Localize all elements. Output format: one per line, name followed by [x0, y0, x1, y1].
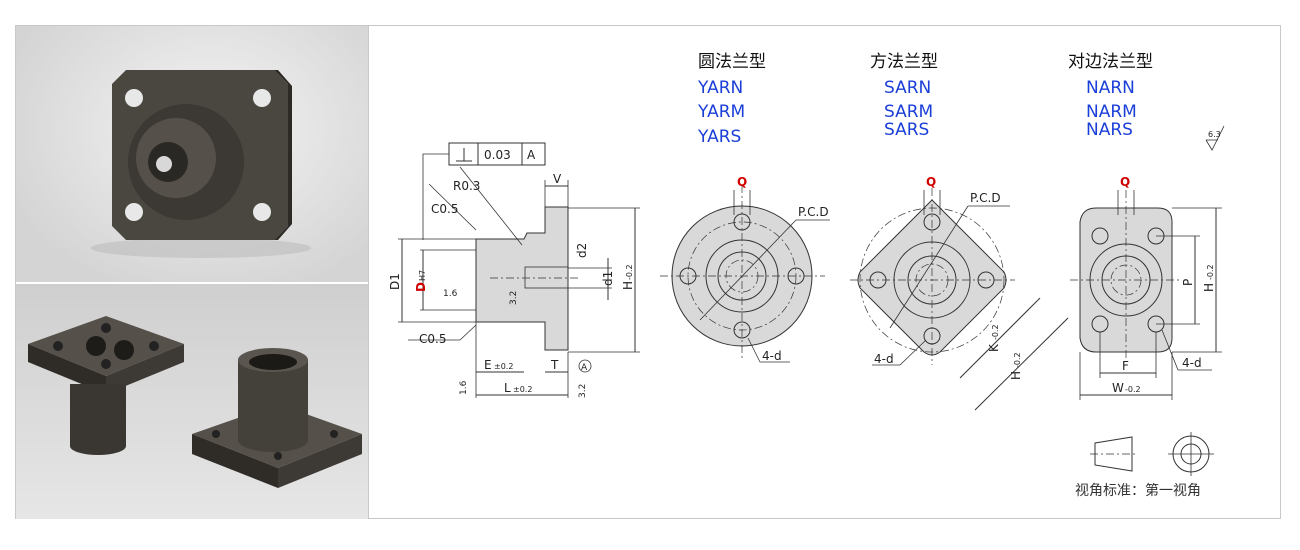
- svg-text:1.6: 1.6: [459, 380, 469, 395]
- svg-text:F: F: [1122, 359, 1129, 373]
- svg-text:P.C.D: P.C.D: [798, 205, 829, 219]
- svg-text:H: H: [621, 281, 635, 290]
- svg-text:V: V: [553, 172, 562, 186]
- round-flange-view: Q P.C.D 4-d: [660, 175, 830, 363]
- svg-text:C0.5: C0.5: [419, 332, 446, 346]
- product-photo-top: [16, 26, 368, 282]
- projection-symbol: 视角标准：第一视角: [1075, 432, 1214, 499]
- type-square-header: 方法兰型 SARN SARM SARS: [870, 52, 938, 140]
- svg-text:L: L: [504, 381, 511, 395]
- svg-text:3.2: 3.2: [509, 291, 519, 305]
- flange-front-render: [91, 70, 311, 258]
- type-flat-header: 对边法兰型 NARN NARM NARS: [1068, 52, 1153, 140]
- svg-text:E: E: [484, 358, 492, 372]
- svg-text:A: A: [527, 148, 536, 162]
- type-code: YARM: [697, 102, 745, 122]
- type-code: SARN: [884, 78, 931, 98]
- svg-text:±0.2: ±0.2: [494, 362, 513, 371]
- svg-text:-0.2: -0.2: [1013, 352, 1022, 368]
- svg-text:T: T: [550, 358, 559, 372]
- product-photo-bottom: [16, 284, 368, 519]
- svg-text:d2: d2: [575, 243, 589, 258]
- svg-text:-0.2: -0.2: [1206, 264, 1215, 280]
- image-frame: [15, 25, 1281, 519]
- type-title: 对边法兰型: [1068, 52, 1153, 72]
- svg-text:P: P: [1181, 279, 1195, 286]
- type-code: NARM: [1086, 102, 1137, 122]
- type-title: 方法兰型: [870, 52, 938, 72]
- svg-text:0.03: 0.03: [484, 148, 511, 162]
- square-flange-view: Q P.C.D 4-d K -0.2 H -0.2: [850, 175, 1069, 411]
- flange-pair-render: [28, 316, 362, 488]
- svg-text:6.3: 6.3: [1208, 130, 1221, 139]
- svg-text:D: D: [414, 282, 428, 292]
- type-round-header: 圆法兰型 YARN YARM YARS: [697, 52, 766, 147]
- first-angle-cone-icon: [1094, 436, 1133, 472]
- side-section-view: 0.03 A V R0.3 C0.5 C0.5 D1 D H7 1.6 3.2 …: [388, 142, 640, 398]
- svg-text:3.2: 3.2: [578, 384, 588, 398]
- photo-divider: [16, 282, 368, 284]
- svg-text:Q: Q: [1120, 175, 1130, 189]
- svg-text:A: A: [581, 363, 588, 373]
- svg-text:1.6: 1.6: [443, 289, 458, 299]
- svg-text:D1: D1: [388, 273, 402, 290]
- type-code: SARS: [884, 120, 929, 140]
- projection-label: 视角标准：第一视角: [1075, 482, 1201, 499]
- type-title: 圆法兰型: [698, 52, 766, 72]
- type-code: YARS: [697, 127, 741, 147]
- type-code: NARS: [1086, 120, 1133, 140]
- first-angle-circle-icon: [1168, 432, 1214, 476]
- svg-text:d1: d1: [601, 271, 615, 286]
- type-code: SARM: [884, 102, 933, 122]
- svg-text:4-d: 4-d: [874, 352, 894, 366]
- svg-text:Q: Q: [926, 175, 936, 189]
- general-roughness-symbol: 6.3: [1205, 125, 1225, 151]
- svg-text:W: W: [1112, 381, 1124, 395]
- svg-text:±0.2: ±0.2: [513, 385, 532, 394]
- panel-divider: [368, 26, 369, 519]
- svg-text:H7: H7: [418, 270, 427, 281]
- svg-text:R0.3: R0.3: [453, 179, 480, 193]
- svg-text:Q: Q: [737, 175, 747, 189]
- svg-text:K: K: [987, 343, 1001, 352]
- svg-text:H: H: [1202, 283, 1216, 292]
- svg-text:4-d: 4-d: [1182, 356, 1202, 370]
- type-code: YARN: [697, 78, 743, 98]
- svg-text:4-d: 4-d: [762, 349, 782, 363]
- svg-text:H: H: [1009, 371, 1023, 380]
- svg-text:-0.2: -0.2: [991, 324, 1000, 340]
- svg-text:C0.5: C0.5: [431, 202, 458, 216]
- svg-text:-0.2: -0.2: [625, 264, 634, 280]
- svg-text:-0.2: -0.2: [1125, 385, 1141, 394]
- flat-flange-view: Q P H -0.2 F W -0.2 4-d: [1070, 175, 1222, 400]
- svg-text:P.C.D: P.C.D: [970, 191, 1001, 205]
- type-code: NARN: [1086, 78, 1135, 98]
